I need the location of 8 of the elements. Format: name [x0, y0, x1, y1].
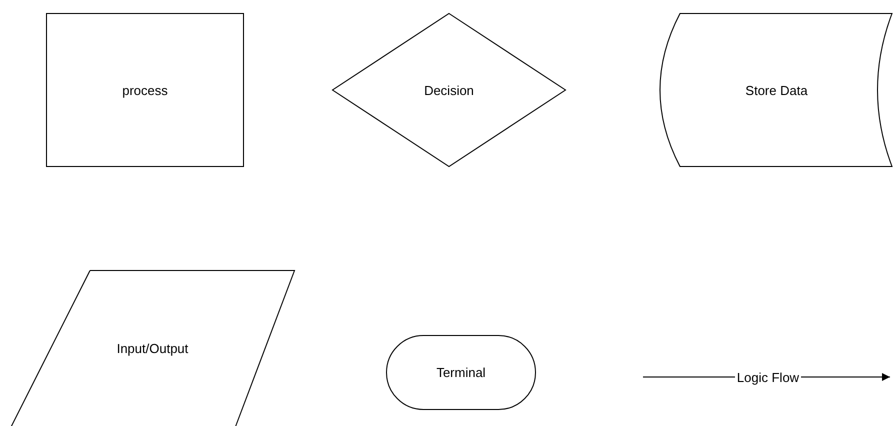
shape-label: process — [122, 82, 168, 98]
connector-line — [642, 376, 736, 378]
arrow — [800, 373, 890, 381]
shape-label: Input/Output — [116, 340, 188, 356]
shape-label: Decision — [424, 82, 474, 98]
shape-label: Store Data — [745, 82, 808, 98]
flow-label: Logic Flow — [736, 370, 800, 384]
shape-label: Terminal — [436, 365, 486, 380]
